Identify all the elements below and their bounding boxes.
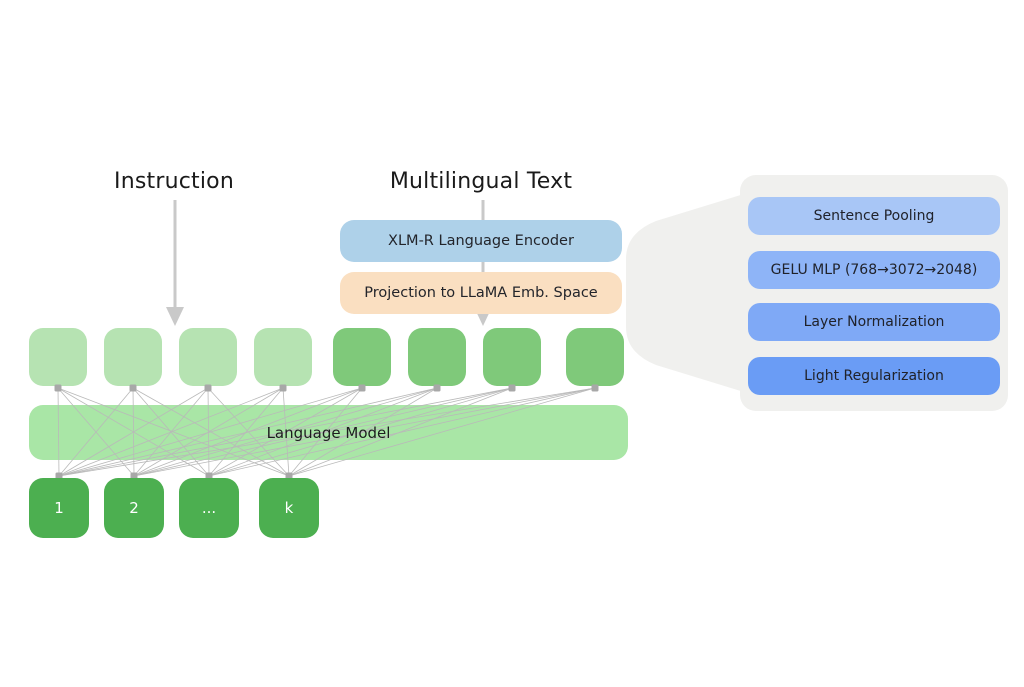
text-token-4[interactable] [566,328,624,386]
projection-to-llama-embedding-space-box[interactable]: Projection to LLaMA Emb. Space [340,272,622,314]
output-token-4[interactable]: k [259,478,319,538]
output-token-1[interactable]: 1 [29,478,89,538]
detail-box-layer-normalization[interactable]: Layer Normalization [748,303,1000,341]
language-model-bar[interactable] [29,405,628,460]
text-token-3[interactable] [483,328,541,386]
multilingual-text-title: Multilingual Text [389,169,573,194]
instruction-token-1[interactable] [29,328,87,386]
instruction-title: Instruction [114,169,234,194]
output-token-3[interactable]: ... [179,478,239,538]
detail-box-gelu-mlp[interactable]: GELU MLP (768→3072→2048) [748,251,1000,289]
text-token-1[interactable] [333,328,391,386]
instruction-arrow-icon [166,200,184,326]
detail-box-light-regularization[interactable]: Light Regularization [748,357,1000,395]
instruction-token-4[interactable] [254,328,312,386]
text-token-2[interactable] [408,328,466,386]
instruction-token-3[interactable] [179,328,237,386]
instruction-token-2[interactable] [104,328,162,386]
output-token-2[interactable]: 2 [104,478,164,538]
xlmr-language-encoder-box[interactable]: XLM-R Language Encoder [340,220,622,262]
detail-box-sentence-pooling[interactable]: Sentence Pooling [748,197,1000,235]
